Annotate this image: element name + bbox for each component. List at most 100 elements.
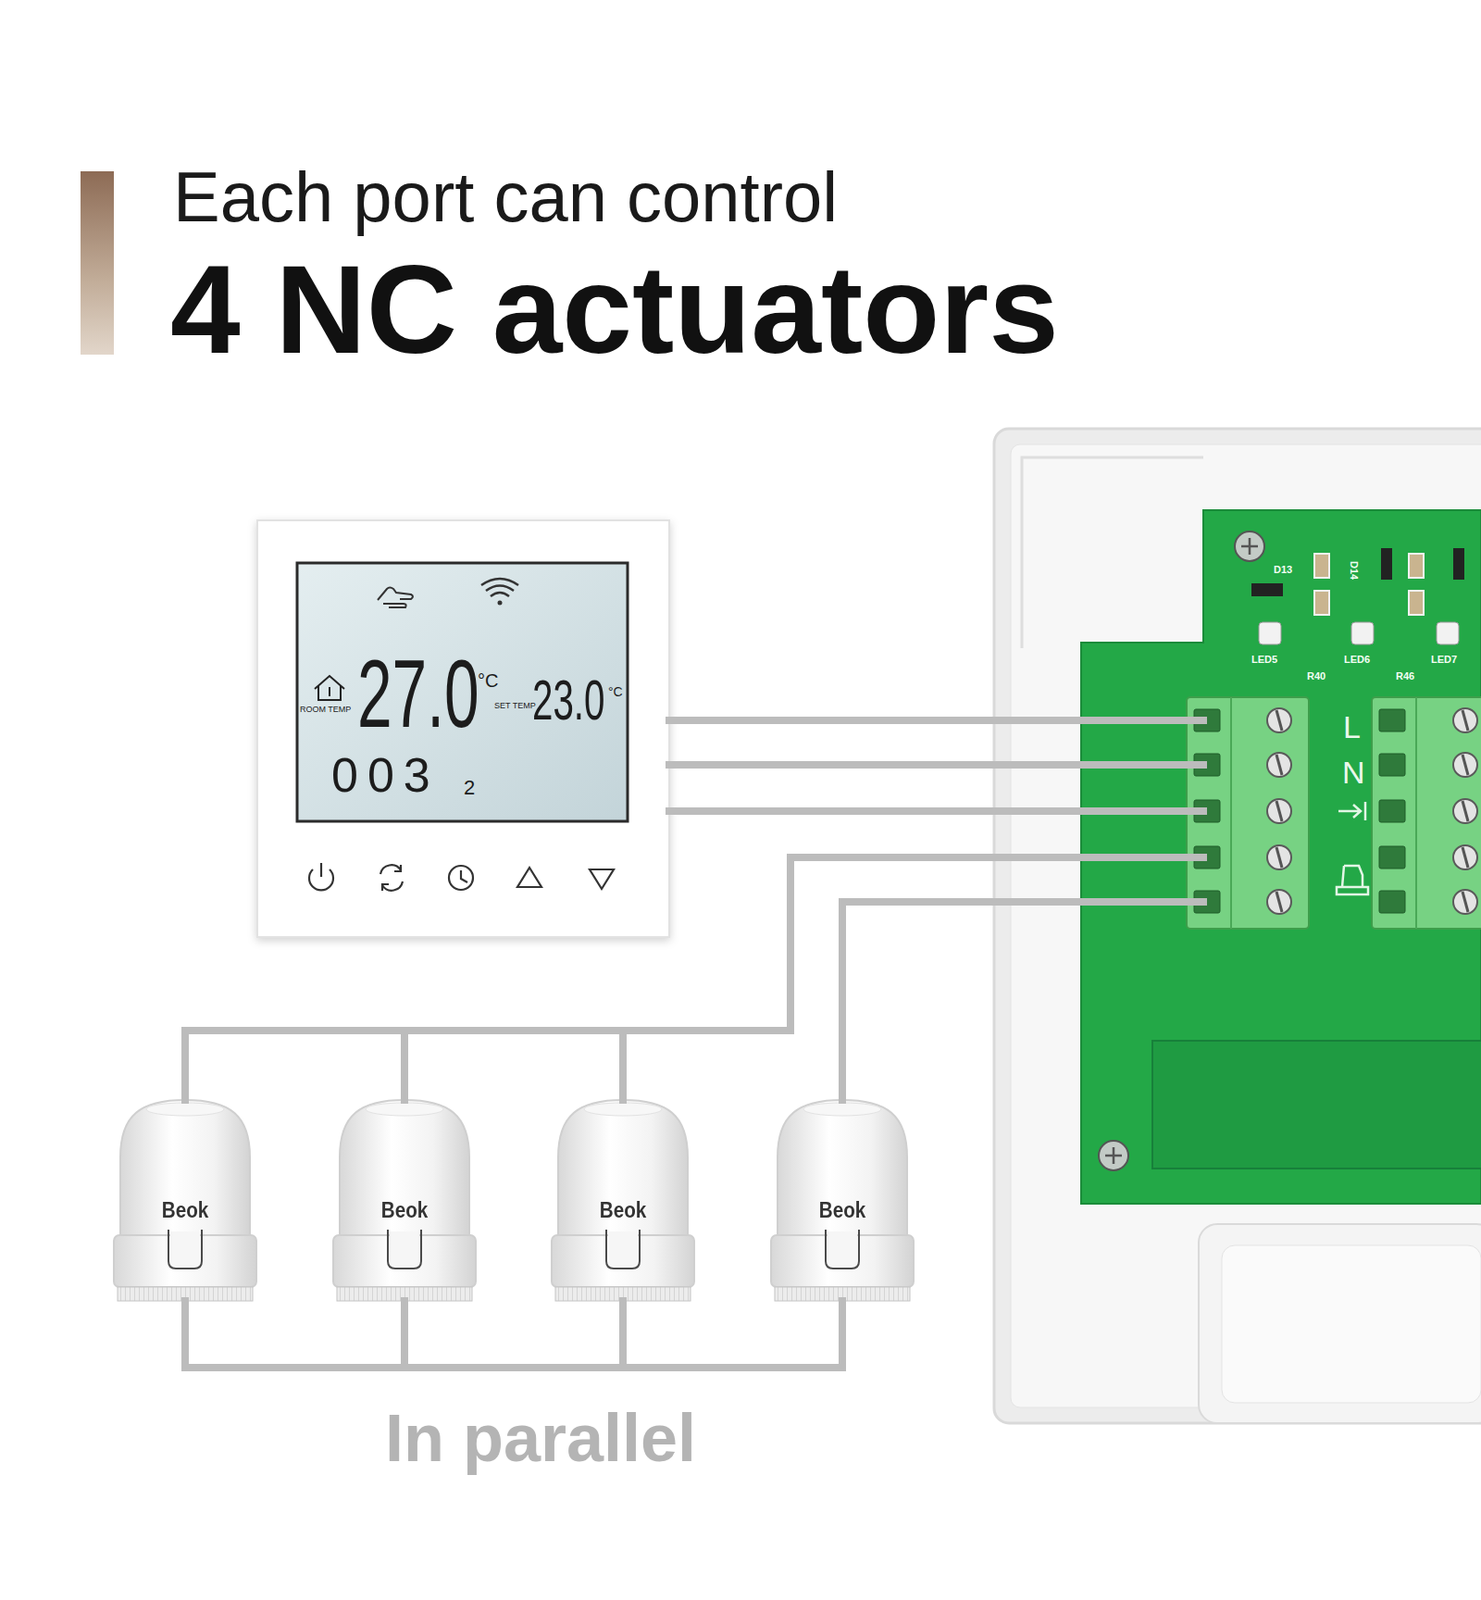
- output-symbol: [1338, 801, 1366, 821]
- terminal-screw: [1453, 798, 1478, 823]
- hand-icon: [377, 587, 413, 609]
- board-screw-cross: [1105, 1146, 1122, 1164]
- actuator: Beok: [113, 1099, 257, 1301]
- room-temperature: 27.0: [357, 645, 480, 742]
- housing-inner: [1010, 444, 1481, 1407]
- terminal-screw: [1453, 889, 1478, 914]
- brand-name: Beok: [781, 1198, 904, 1221]
- terminal-hole: [1379, 753, 1406, 776]
- wire: [404, 857, 1204, 1100]
- thermostat-screen: [297, 562, 628, 822]
- terminal-screw: [1453, 845, 1478, 870]
- wifi-icon: [481, 578, 519, 597]
- terminal-screw: [1453, 708, 1478, 733]
- actuator: [771, 1099, 914, 1301]
- brand-name: Beok: [343, 1198, 466, 1221]
- mode-button: [380, 864, 403, 891]
- board-module: [1152, 1040, 1481, 1169]
- house-icon: [314, 675, 345, 700]
- terminal-screw: [1267, 798, 1292, 823]
- terminal-screw: [1267, 708, 1292, 733]
- thermostat: ROOM TEMP27.0°CSET TEMP23.0°C0032: [257, 520, 670, 937]
- title: 4 NC actuators: [170, 246, 1059, 373]
- component-label: LED7: [1431, 654, 1457, 665]
- terminal-hole: [1379, 709, 1406, 732]
- resistor: [1408, 553, 1424, 578]
- component-label: R40: [1306, 671, 1326, 682]
- housing-clip: [1198, 1223, 1481, 1423]
- terminal-label: L: [1343, 710, 1361, 743]
- terminal-hole: [1379, 799, 1406, 822]
- display-time: 003: [331, 750, 440, 799]
- resistor: [1314, 553, 1330, 578]
- actuator: Beok: [771, 1099, 914, 1301]
- housing-clip-inner: [1221, 1244, 1481, 1403]
- terminal-divider: [1230, 696, 1233, 929]
- resistor: [1314, 590, 1330, 615]
- display-day: 2: [463, 777, 475, 798]
- unit: °C: [477, 671, 498, 690]
- actuator: [551, 1099, 695, 1301]
- wire: [842, 901, 1204, 1100]
- valve-symbol: [1336, 865, 1369, 895]
- housing: [994, 428, 1481, 1423]
- brand-name: Beok: [561, 1198, 685, 1221]
- terminal-screw: [1267, 889, 1292, 914]
- board-screw: [1098, 1140, 1129, 1170]
- clock-hands: [460, 870, 468, 883]
- wifi-dot: [497, 600, 503, 606]
- wire: [185, 1300, 843, 1368]
- terminal-hole: [1379, 846, 1406, 869]
- terminal-block: LN: [1203, 696, 1481, 929]
- terminal-label: N: [1342, 756, 1366, 788]
- wire: [669, 760, 1204, 769]
- actuator: Beok: [551, 1099, 695, 1301]
- heading-line: Each port can control: [173, 161, 838, 233]
- wire: [622, 1300, 843, 1368]
- diode: [1251, 583, 1283, 597]
- terminal-screw: [1267, 752, 1292, 777]
- display-caption: SET TEMP: [494, 701, 536, 710]
- wire: [669, 807, 1204, 815]
- up-button: [517, 867, 542, 887]
- diode: [1381, 547, 1393, 580]
- unit: °C: [608, 684, 623, 698]
- led: [1436, 622, 1459, 645]
- wire: [404, 1300, 843, 1368]
- component-label: LED6: [1344, 654, 1370, 665]
- display-caption: ROOM TEMP: [299, 705, 351, 714]
- component-label: D14: [1348, 560, 1359, 580]
- terminal-screw: [1453, 752, 1478, 777]
- housing-recess: [1021, 457, 1204, 648]
- actuator: [333, 1099, 476, 1301]
- wire: [185, 857, 1204, 1100]
- board-screw: [1234, 531, 1265, 561]
- terminal-divider: [1415, 696, 1418, 929]
- set-temperature: 23.0: [532, 671, 605, 729]
- terminal-hole: [1379, 890, 1406, 913]
- led: [1258, 622, 1282, 645]
- actuator: [113, 1099, 257, 1301]
- brand-name: Beok: [124, 1198, 247, 1221]
- wire: [669, 716, 1204, 724]
- led: [1351, 622, 1374, 645]
- resistor: [1408, 590, 1424, 615]
- down-button: [589, 869, 614, 889]
- actuator: Beok: [333, 1099, 476, 1301]
- caption: In parallel: [355, 1404, 726, 1471]
- power-button: [309, 862, 334, 890]
- diode: [1453, 547, 1465, 580]
- thermostat-body: [257, 520, 670, 937]
- component-label: D13: [1273, 564, 1293, 575]
- terminal-block: [1371, 696, 1481, 929]
- terminal-screw: [1267, 845, 1292, 870]
- component-label: R46: [1395, 671, 1415, 682]
- title-bar: [80, 171, 114, 355]
- board-screw-cross: [1241, 537, 1258, 555]
- clock-button: [448, 865, 473, 890]
- component-label: LED5: [1251, 654, 1278, 665]
- wire: [622, 857, 1204, 1100]
